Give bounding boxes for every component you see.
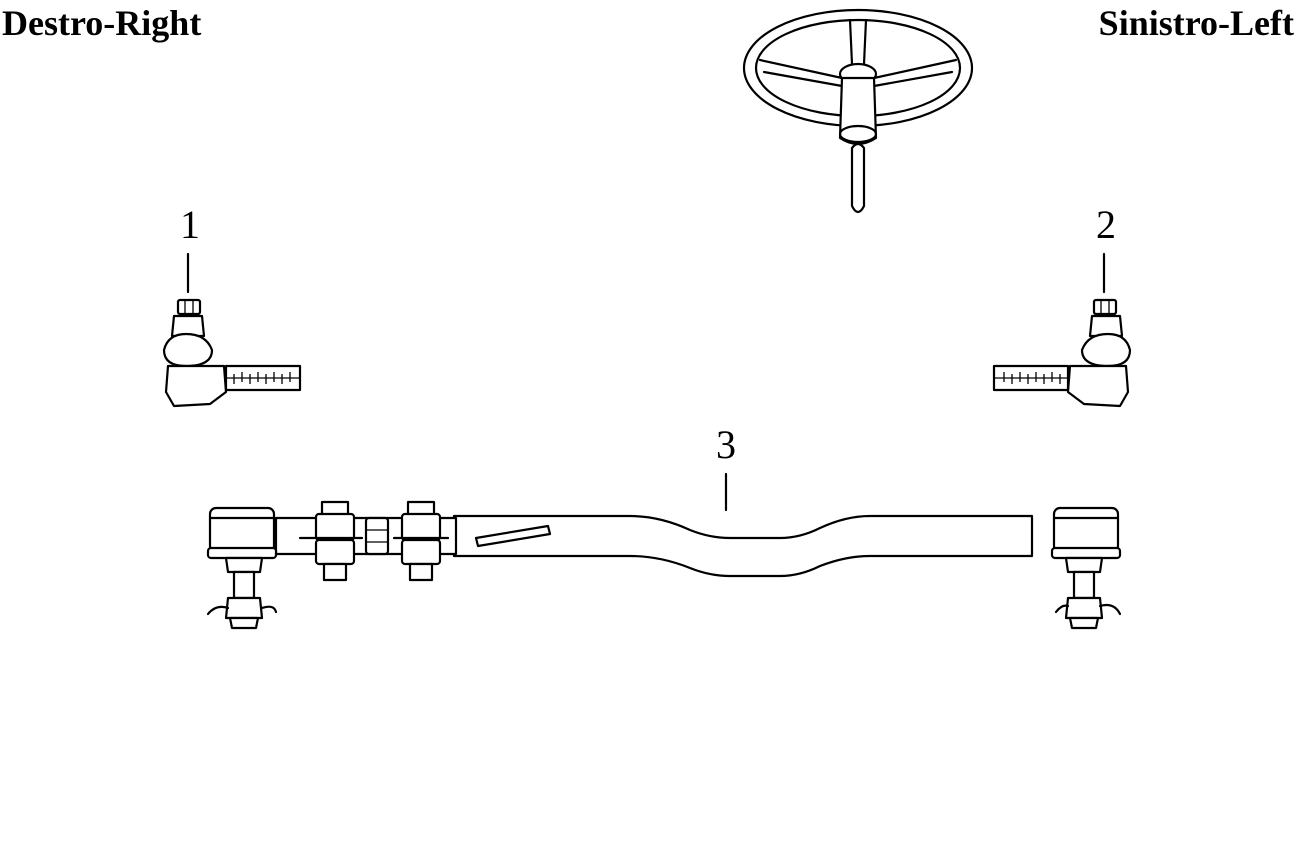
steering-wheel-icon <box>742 8 974 214</box>
label-destro-right: Destro-Right <box>2 3 202 43</box>
callout-number-2: 2 <box>1096 202 1116 247</box>
tie-rod-end-right <box>162 298 302 408</box>
tie-rod-end-left <box>992 298 1132 408</box>
tie-rod-assembly <box>206 500 1122 630</box>
callout-number-1: 1 <box>180 202 200 247</box>
callout-number-3: 3 <box>716 422 736 467</box>
label-sinistro-left: Sinistro-Left <box>1098 3 1294 43</box>
